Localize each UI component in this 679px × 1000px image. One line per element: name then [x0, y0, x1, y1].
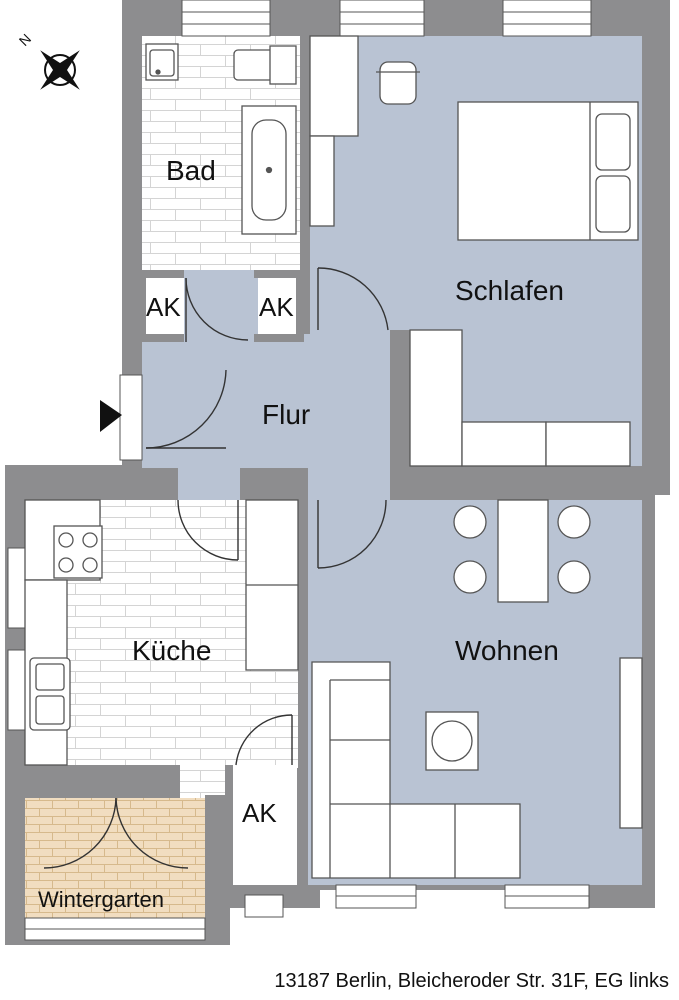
- address-caption: 13187 Berlin, Bleicheroder Str. 31F, EG …: [274, 970, 669, 992]
- dining-table-icon: [497, 499, 549, 603]
- bathroom-fixtures: [145, 43, 297, 235]
- floor-ak-right: [258, 278, 296, 334]
- room-label-kueche: Küche: [132, 635, 211, 666]
- windows: [7, 0, 592, 941]
- bedroom-furniture: [309, 35, 639, 467]
- room-label-wintergarten: Wintergarten: [38, 887, 164, 912]
- room-label-bad: Bad: [166, 155, 216, 186]
- storage-label-lower: AK: [242, 798, 277, 828]
- floor-flur: [142, 270, 390, 500]
- room-label-schlafen: Schlafen: [455, 275, 564, 306]
- room-label-wohnen: Wohnen: [455, 635, 559, 666]
- chair-icon: [376, 61, 420, 105]
- storage-label-left: AK: [146, 292, 181, 322]
- sofa-icon: [311, 661, 521, 879]
- floor-ak-left: [146, 278, 184, 334]
- doors: [43, 267, 389, 869]
- entrance-arrow-icon: [100, 400, 122, 432]
- floor-wintergarten: [25, 798, 205, 918]
- room-label-flur: Flur: [262, 399, 310, 430]
- compass-north-letter: N: [16, 30, 34, 48]
- living-furniture: [311, 499, 643, 879]
- compass-icon: [40, 50, 80, 90]
- floor-ak-lower: [232, 765, 297, 885]
- storage-label-right: AK: [259, 292, 294, 322]
- kitchen-furniture: [24, 499, 299, 766]
- interior-walls: [25, 36, 655, 935]
